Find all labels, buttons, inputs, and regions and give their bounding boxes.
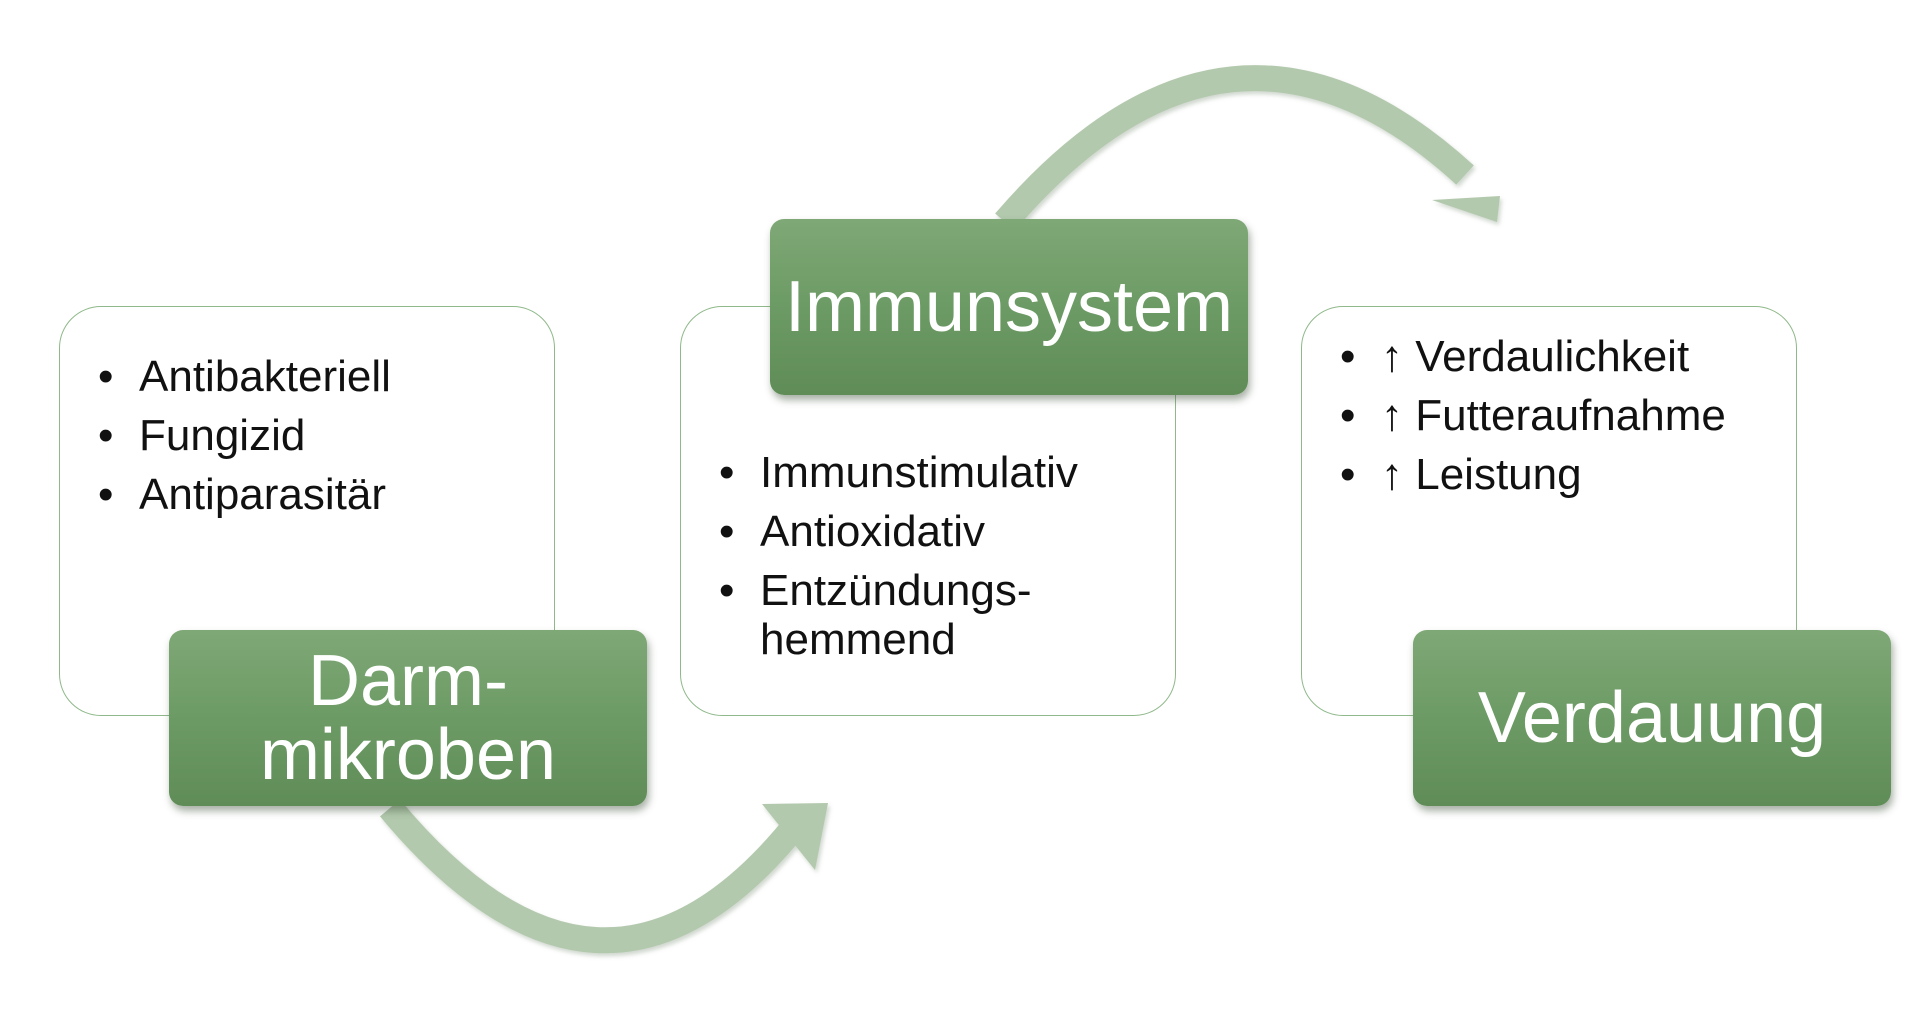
label-line: Verdauung [1477,678,1827,758]
list-item: ↑ Verdaulichkeit [1340,327,1726,386]
label-line: mikroben [259,715,557,795]
list-item: Immunstimulativ [719,443,1078,502]
label-line: Darm- [308,641,508,721]
list-item: Entzündungs- [719,561,1078,620]
list-item: ↑ Futteraufnahme [1340,386,1726,445]
list-item: ↑ Leistung [1340,445,1726,504]
card-verdauung: ↑ Verdaulichkeit ↑ Futteraufnahme ↑ Leis… [1301,306,1797,716]
list-darmmikroben: Antibakteriell Fungizid Antiparasitär [98,347,391,524]
list-item: Antiparasitär [98,465,391,524]
list-verdauung: ↑ Verdaulichkeit ↑ Futteraufnahme ↑ Leis… [1340,327,1726,504]
label-verdauung: Verdauung [1413,630,1891,806]
arrow-head-1 [762,803,828,870]
list-item: Antioxidativ [719,502,1078,561]
arrow-immunsystem-to-verdauung [995,65,1474,231]
list-item: Antibakteriell [98,347,391,406]
arrow-darmmikroben-to-immunsystem [380,799,800,954]
label-line: Immunsystem [784,267,1234,347]
label-darmmikroben: Darm- mikroben [169,630,647,806]
list-item: Fungizid [98,406,391,465]
list-immunsystem: Immunstimulativ Antioxidativ Entzündungs… [719,443,1078,669]
label-immunsystem: Immunsystem [770,219,1248,395]
list-item-continuation: hemmend [760,615,956,664]
arrow-head-2 [1432,196,1500,222]
